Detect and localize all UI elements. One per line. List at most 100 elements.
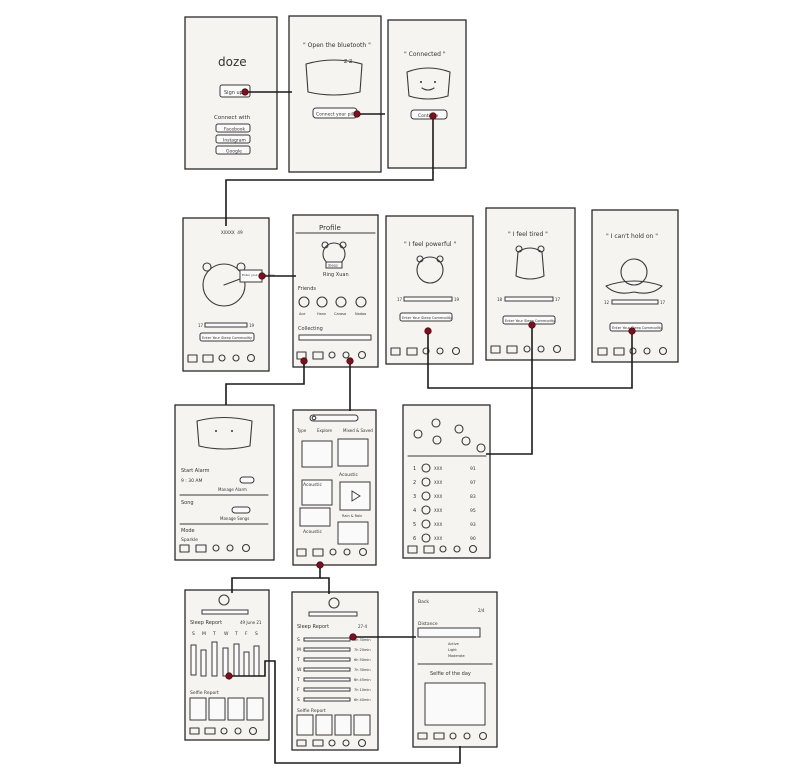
connector-node	[301, 358, 308, 365]
bar-right-value: 17	[555, 297, 561, 302]
day-bar[interactable]	[212, 642, 217, 676]
selfie-label: Selfie Report	[297, 708, 326, 714]
day-bar[interactable]	[234, 644, 239, 676]
day-label: T	[212, 631, 216, 637]
mood-progress-bar	[505, 297, 553, 301]
friends-label: Friends	[298, 286, 316, 292]
mode-value: Sparkle	[181, 537, 198, 543]
connect-with-label: Connect with	[214, 115, 251, 121]
tab-explore[interactable]: Explore	[317, 428, 333, 433]
report-title: Sleep Report	[190, 620, 222, 626]
manage-alarm-link[interactable]: Manage Alarm	[218, 487, 247, 492]
enter-commodity-label: Enter Your Sleep Commodity	[612, 326, 662, 330]
rank: 1	[413, 466, 416, 472]
connector-node	[629, 328, 636, 335]
day-label: S	[255, 631, 258, 637]
google-label: Google	[226, 149, 242, 155]
time-readout: XXXXX 49	[221, 230, 243, 236]
row-bar	[304, 698, 350, 701]
day-label: T	[234, 631, 238, 637]
mood-title: " I feel powerful "	[404, 241, 456, 248]
row-duration: 7h 10min	[354, 688, 371, 692]
rank: 6	[413, 536, 416, 542]
app-name: doze	[218, 55, 247, 69]
connected-title: " Connected "	[404, 51, 446, 58]
friend-name: Ace	[299, 312, 305, 316]
day-bar[interactable]	[201, 650, 206, 676]
day-bar[interactable]	[223, 648, 228, 676]
report-date: 49 June 21	[240, 620, 262, 625]
connector-node	[317, 562, 324, 569]
alarm-toggle[interactable]	[240, 477, 254, 483]
row-duration: 6h 45min	[354, 678, 371, 682]
activity-timeline	[418, 628, 480, 637]
screen-login: doze Sign up Connect with Facebook Insta…	[185, 17, 277, 169]
song-toggle[interactable]	[232, 507, 250, 513]
signup-label: Sign up	[224, 90, 243, 96]
card-label: Rain & Rain	[342, 514, 362, 518]
connector-node	[347, 358, 354, 365]
distance-label: Distance	[418, 621, 438, 627]
row-bar	[304, 638, 350, 641]
selfie-date: 2/4	[478, 608, 485, 613]
card-label: Acoustic	[303, 482, 322, 488]
legend-item: Moderate	[448, 654, 465, 658]
music-card[interactable]	[300, 508, 330, 526]
selfie-thumb[interactable]	[297, 715, 313, 735]
row-duration: 6h 40min	[354, 698, 371, 702]
connector-explore-to-report	[232, 565, 320, 593]
report-title: Sleep Report	[297, 624, 329, 630]
screen-frame	[388, 20, 466, 168]
day-label: F	[245, 631, 248, 637]
player-name: XXX	[434, 494, 442, 499]
music-card[interactable]	[302, 441, 332, 467]
day-bar[interactable]	[244, 652, 249, 676]
eye-icon	[215, 430, 217, 432]
manage-songs-link[interactable]: Manage Songs	[220, 516, 249, 521]
rank: 3	[413, 494, 416, 500]
screen-explore: Type Explore Mixed & Saved Acoustic Acou…	[293, 410, 376, 565]
day-bar[interactable]	[191, 645, 196, 675]
selfie-thumb[interactable]	[354, 715, 370, 735]
connector-node	[350, 634, 357, 641]
music-card[interactable]	[338, 439, 368, 466]
row-day: F	[297, 687, 300, 693]
day-label: W	[224, 631, 229, 637]
selfie-thumb[interactable]	[316, 715, 332, 735]
player-name: XXX	[434, 522, 442, 527]
bar-right-value: 17	[660, 300, 666, 305]
player-score: 83	[470, 494, 476, 500]
facebook-label: Facebook	[224, 127, 246, 133]
connector-node	[226, 673, 233, 680]
selfie-thumb[interactable]	[209, 698, 225, 720]
row-day: S	[297, 637, 300, 643]
music-card[interactable]	[340, 482, 370, 510]
row-day: T	[296, 657, 300, 663]
alarm-value: 9 : 30 AM	[181, 478, 202, 484]
friend-name: Carasa	[334, 312, 346, 316]
selfie-thumb[interactable]	[228, 698, 244, 720]
selfie-thumb[interactable]	[335, 715, 351, 735]
player-name: XXX	[434, 508, 442, 513]
search-input[interactable]	[310, 415, 358, 421]
back-link[interactable]: Back	[418, 599, 429, 605]
tab-type[interactable]: Type	[296, 428, 307, 433]
player-score: 97	[470, 480, 476, 486]
row-bar	[304, 658, 350, 661]
legend-item: Light	[448, 648, 457, 652]
report-date: 27-4	[358, 624, 368, 629]
day-bar[interactable]	[254, 646, 259, 676]
eye-icon	[231, 430, 233, 432]
day-label: S	[192, 631, 195, 637]
card-label: Acoustic	[339, 472, 358, 478]
selfie-thumb[interactable]	[247, 698, 263, 720]
collecting-progress-bar	[299, 335, 371, 340]
player-name: XXX	[434, 466, 442, 471]
music-card[interactable]	[338, 522, 368, 544]
sleep-progress-bar	[202, 610, 248, 614]
selfie-photo[interactable]	[425, 683, 485, 725]
selfie-thumb[interactable]	[190, 698, 206, 720]
tab-mixed-saved[interactable]: Mixed & Saved	[343, 428, 373, 433]
screen-frame	[386, 216, 473, 364]
enter-commodity-label: Enter Your Sleep Commodity	[202, 336, 252, 340]
